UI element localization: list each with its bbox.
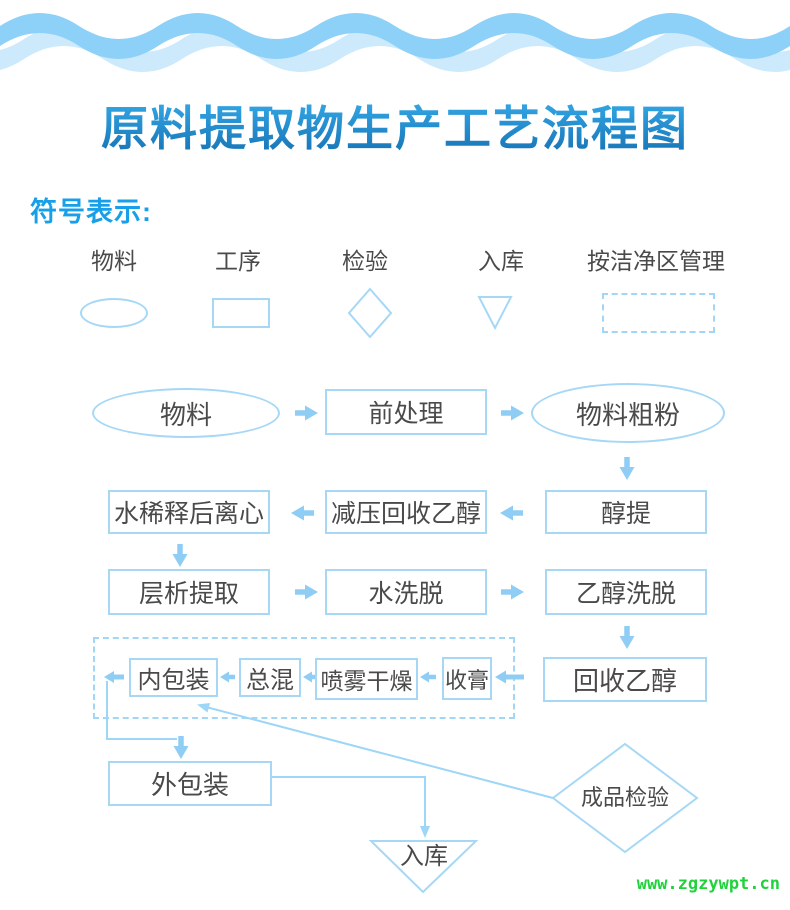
node-inner-packaging-label: 内包装 (137, 667, 210, 694)
warehousing-triangle-shape (368, 840, 479, 894)
legend-label-clean-area: 按洁净区管理 (587, 248, 725, 274)
legend-diamond-shape (347, 287, 393, 339)
node-ethanol-extraction-label: 醇提 (600, 500, 651, 528)
node-ethanol-recovery-label: 回收乙醇 (572, 666, 677, 696)
node-outer-packaging: 外包装 (108, 761, 272, 806)
legend-ellipse-shape (80, 298, 148, 328)
arrow-ethanol-elution-to-ethanol-recovery (619, 626, 635, 649)
header-wave (0, 13, 790, 72)
arrow-coarse-powder-to-ethanol-extraction (619, 457, 635, 480)
arrow-water-dilution-to-chromatography (172, 544, 188, 567)
arrow-paste-collection-to-spray-drying (420, 671, 436, 683)
node-coarse-powder-label: 物料粗粉 (575, 399, 680, 430)
arrow-total-mixing-to-inner-packaging (220, 671, 235, 683)
arrow-into-outer-packaging (173, 736, 189, 759)
line-inner-packaging-to-outer-packaging (106, 681, 177, 740)
node-product-inspection-label: 成品检验 (580, 785, 669, 810)
node-paste-collection-label: 收膏 (444, 667, 489, 693)
node-ethanol-elution-label: 乙醇洗脱 (575, 580, 676, 608)
arrowhead-to-inner-packaging (197, 703, 210, 713)
node-water-dilution-label: 水稀释后离心 (113, 500, 264, 528)
page-title: 原料提取物生产工艺流程图 (0, 90, 790, 159)
arrow-inner-packaging-exit-left (104, 671, 124, 683)
arrowhead-to-warehousing (420, 826, 430, 838)
watermark: www.zgzywpt.cn (636, 874, 780, 894)
legend-triangle-shape (477, 296, 513, 331)
node-spray-drying: 喷雾干燥 (315, 658, 418, 700)
node-water-dilution-centrifugation: 水稀释后离心 (108, 490, 270, 534)
node-ethanol-extraction: 醇提 (545, 490, 707, 534)
arrow-chromatography-to-water-elution (295, 584, 318, 600)
node-total-mixing-label: 总混 (246, 667, 294, 694)
line-product-inspection-to-inner-packaging (205, 706, 554, 799)
node-vacuum-ethanol-recovery: 减压回收乙醇 (325, 490, 487, 534)
arrow-water-elution-to-ethanol-elution (501, 584, 524, 600)
node-spray-drying-label: 喷雾干燥 (320, 668, 413, 694)
node-inner-packaging: 内包装 (129, 658, 218, 697)
node-paste-collection: 收膏 (442, 657, 492, 700)
node-pretreatment-label: 前处理 (368, 400, 444, 428)
node-ethanol-elution: 乙醇洗脱 (545, 569, 707, 615)
arrow-material-to-pretreatment (295, 405, 318, 421)
node-vacuum-recovery-label: 减压回收乙醇 (330, 500, 481, 528)
legend-rect-shape (212, 298, 270, 328)
arrow-ethanol-recovery-to-paste-collection (495, 670, 524, 684)
line-outer-packaging-to-warehousing (272, 776, 426, 827)
legend-label-inspection: 检验 (342, 248, 388, 274)
legend-label-process: 工序 (215, 248, 261, 274)
node-chromatography-label: 层析提取 (138, 580, 239, 608)
node-outer-packaging-label: 外包装 (150, 770, 229, 800)
node-coarse-powder: 物料粗粉 (531, 383, 725, 443)
node-chromatography-extraction: 层析提取 (108, 569, 270, 615)
product-inspection-diamond-shape (551, 742, 699, 854)
arrow-pretreatment-to-coarse-powder (501, 405, 524, 421)
node-warehousing-label: 入库 (400, 843, 448, 870)
header-wave-front (0, 13, 790, 59)
arrow-spray-drying-to-total-mixing (303, 671, 316, 683)
legend-label-material: 物料 (91, 248, 137, 274)
legend-dashed-rect-shape (602, 293, 715, 333)
legend-label-warehousing: 入库 (478, 248, 524, 274)
node-material-label: 物料 (159, 399, 212, 430)
node-water-elution-label: 水洗脱 (368, 580, 444, 608)
header-wave-back (0, 26, 790, 72)
node-material: 物料 (92, 388, 280, 438)
node-pretreatment: 前处理 (325, 389, 487, 435)
arrow-ethanol-extraction-to-vacuum-recovery (500, 505, 523, 521)
arrow-vacuum-recovery-to-water-dilution (291, 505, 314, 521)
node-total-mixing: 总混 (239, 658, 301, 697)
legend-heading: 符号表示: (30, 197, 152, 227)
node-ethanol-recovery: 回收乙醇 (543, 657, 707, 702)
node-water-elution: 水洗脱 (325, 569, 487, 615)
